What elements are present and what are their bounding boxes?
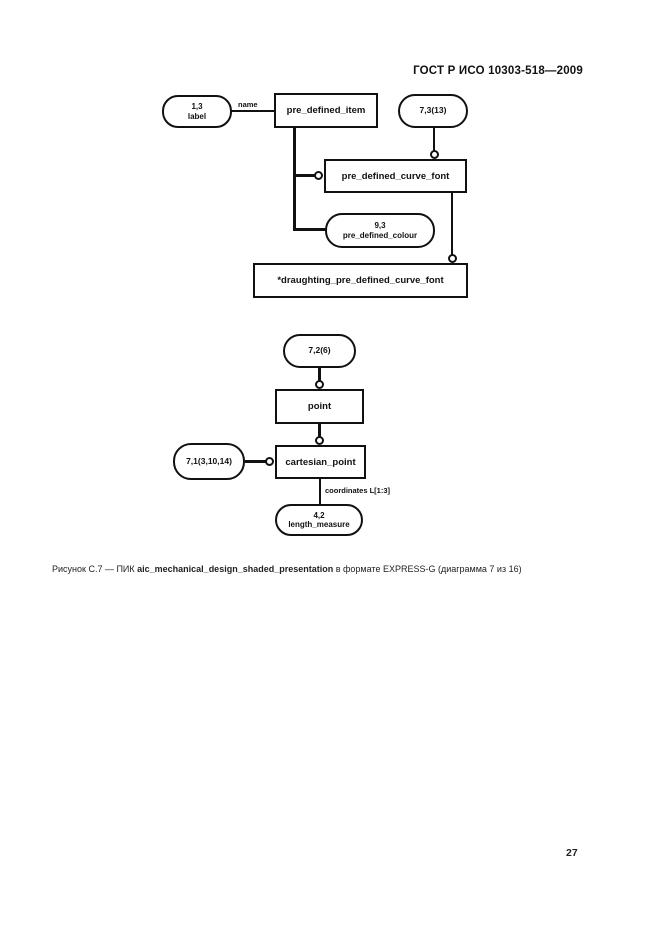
oval-length-measure-name: length_measure: [288, 520, 350, 529]
entity-pre-defined-item: pre_defined_item: [274, 93, 378, 128]
edge-name-label: name: [238, 100, 258, 109]
edge-name-line: [230, 110, 275, 112]
attr-coordinates-line: [319, 479, 321, 505]
oval-label-ref-page: 1,3: [191, 102, 203, 112]
subtype-branch-colour-line: [293, 228, 327, 231]
oval-page-ref-7-1: 7,1(3,10,14): [173, 443, 245, 480]
oval-length-measure: 4,2 length_measure: [275, 504, 363, 536]
subtype-draughting-circle: [448, 254, 457, 263]
entity-cartesian-point: cartesian_point: [275, 445, 366, 479]
entity-draughting-pre-defined-curve-font: *draughting_pre_defined_curve_font: [253, 263, 468, 298]
attr-coordinates-label: coordinates L[1:3]: [325, 486, 391, 495]
page-header: ГОСТ Р ИСО 10303-518—2009: [413, 65, 583, 77]
oval-pre-defined-colour-name: pre_defined_colour: [342, 230, 418, 240]
subtype-point-circle: [315, 436, 324, 445]
oval-label-ref: 1,3 label: [162, 95, 232, 128]
figure-caption-name: aic_mechanical_design_shaded_presentatio…: [137, 564, 334, 574]
pageref-7-3-line: [433, 128, 435, 152]
entity-point: point: [275, 389, 364, 424]
figure-caption-suffix: в формате EXPRESS-G (диаграмма 7 из 16): [333, 564, 522, 574]
pageref-7-1-line: [245, 460, 267, 463]
pageref-7-1-circle: [265, 457, 274, 466]
pageref-7-2-circle: [315, 380, 324, 389]
subtype-trunk-line: [293, 128, 296, 231]
oval-label-ref-name: label: [187, 111, 207, 121]
subtype-point-line: [318, 424, 321, 437]
pageref-7-2-line: [318, 368, 321, 381]
oval-page-ref-7-2: 7,2(6): [283, 334, 356, 368]
subtype-circle-curve-font: [314, 171, 323, 180]
pageref-7-3-circle: [430, 150, 439, 159]
subtype-branch-curve-font-line: [293, 174, 317, 177]
entity-pre-defined-curve-font: pre_defined_curve_font: [324, 159, 467, 193]
oval-length-measure-page: 4,2: [313, 510, 325, 520]
page-number: 27: [566, 847, 578, 859]
oval-page-ref-7-3: 7,3(13): [398, 94, 468, 128]
subtype-draughting-line: [451, 193, 453, 255]
oval-pre-defined-colour: 9,3 pre_defined_colour: [325, 213, 435, 248]
figure-caption-prefix: Рисунок С.7 — ПИК: [52, 564, 138, 574]
figure-caption: Рисунок С.7 — ПИК aic_mechanical_design_…: [52, 564, 612, 574]
oval-pre-defined-colour-page: 9,3: [374, 221, 386, 231]
